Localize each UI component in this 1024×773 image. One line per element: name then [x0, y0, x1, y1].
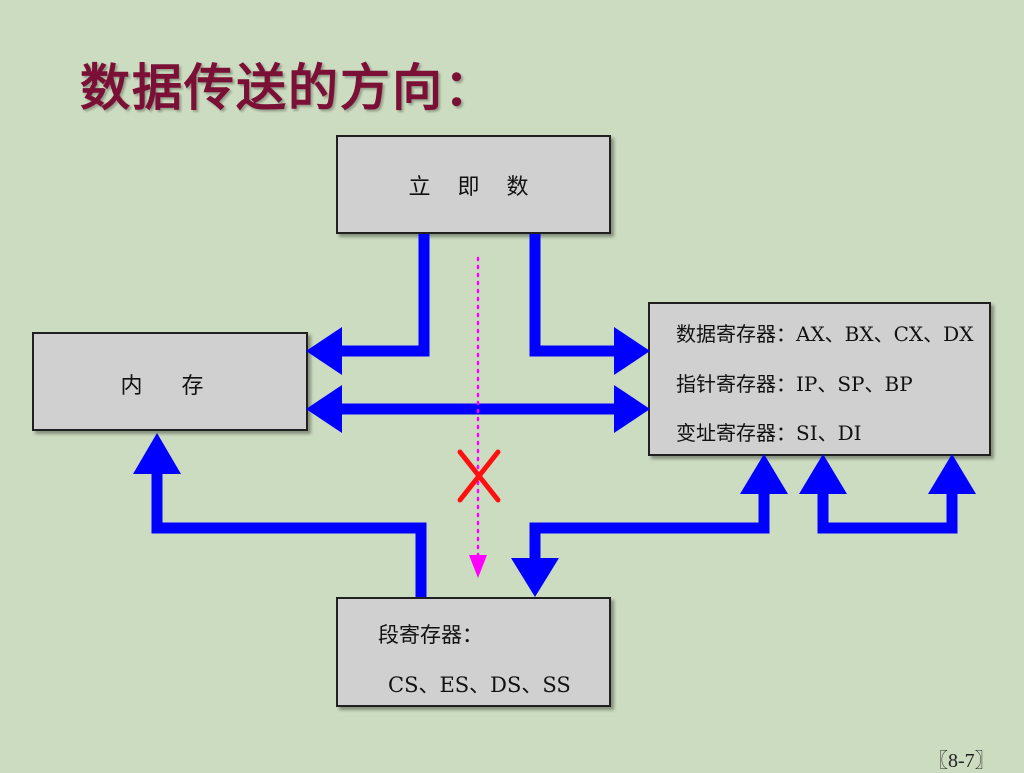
arrowhead-registers-upper: [614, 327, 650, 375]
arrow-immediate-to-memory: [340, 234, 430, 357]
page-title: 数据传送的方向：: [80, 58, 496, 117]
arrowhead-registers-bottom-left: [740, 454, 788, 494]
data-registers-line: 数据寄存器：AX、BX、CX、DX: [676, 322, 974, 346]
pointer-registers-line: 指针寄存器：IP、SP、BP: [676, 372, 913, 396]
immediate-box: 立 即 数: [336, 135, 611, 234]
memory-box: 内 存: [32, 332, 308, 431]
memory-label: 内 存: [120, 374, 220, 399]
arrow-segment-to-memory: [151, 470, 427, 597]
arrowhead-loop-right: [928, 454, 976, 494]
arrowhead-segment-top: [511, 558, 559, 597]
immediate-label: 立 即 数: [408, 175, 539, 200]
segment-registers-box: 段寄存器： CS、ES、DS、SS: [336, 597, 611, 707]
general-registers-box: 数据寄存器：AX、BX、CX、DX 指针寄存器：IP、SP、BP 变址寄存器：S…: [648, 302, 991, 456]
arrowhead-memory-lower: [306, 385, 342, 433]
page-number: 〖8-7〗: [928, 750, 995, 772]
index-registers-line: 变址寄存器：SI、DI: [676, 421, 862, 445]
arrow-immediate-to-registers: [529, 234, 618, 357]
segment-registers-title: 段寄存器：: [378, 623, 483, 647]
arrowhead-memory-upper: [306, 327, 342, 375]
arrowhead-registers-lower: [614, 385, 650, 433]
arrowhead-memory-bottom: [133, 433, 181, 474]
arrow-registers-segment: [529, 490, 770, 562]
arrow-registers-loop: [817, 490, 958, 534]
arrowhead-loop-left: [799, 454, 847, 494]
segment-registers-list: CS、ES、DS、SS: [388, 673, 571, 697]
arrowhead-forbidden: [469, 555, 487, 578]
cross-mark-icon: [457, 449, 501, 503]
